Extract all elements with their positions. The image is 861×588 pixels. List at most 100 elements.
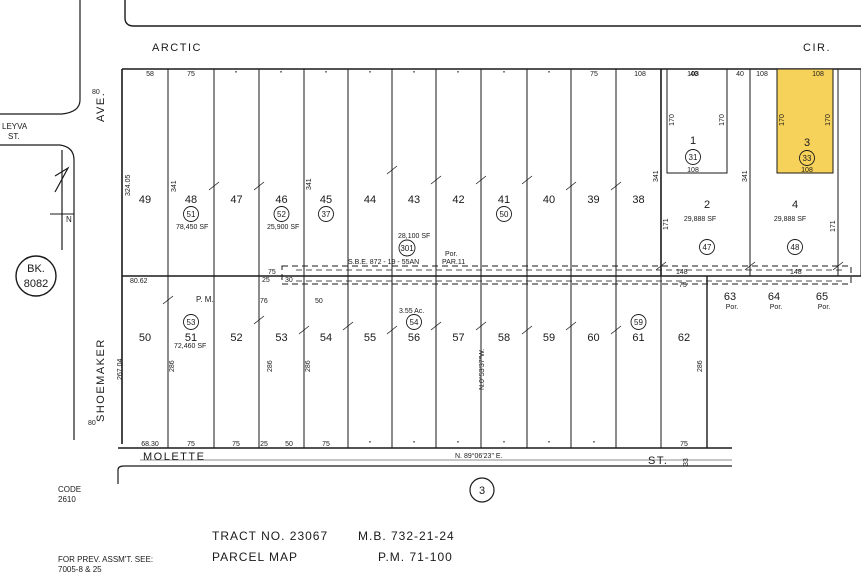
- parcel-4-number: 4: [792, 199, 798, 211]
- frontage-dim: 75: [187, 71, 195, 78]
- assessor-circle: 54: [410, 318, 419, 327]
- lot-line-tick: [610, 181, 622, 191]
- lot-number: 43: [408, 194, 420, 206]
- assessor-circle: 59: [634, 318, 643, 327]
- frontage-dim: ": [325, 71, 328, 78]
- parcel-4-circle: 48: [791, 243, 800, 252]
- prev-line-2: 7005-8 & 25: [58, 565, 102, 574]
- lot-number: 57: [452, 332, 464, 344]
- parcel-3-depth-right: 170: [825, 114, 832, 126]
- parcel-1-depth: 170: [669, 114, 676, 126]
- parcel-3-depth: 170: [779, 114, 786, 126]
- dim-171-a: 171: [663, 218, 670, 230]
- parcel-2-number: 2: [704, 199, 710, 211]
- lot-number: 60: [587, 332, 599, 344]
- lot-line-tick: [386, 165, 398, 175]
- ave-label: AVE.: [95, 92, 107, 122]
- frontage-dim: ": [235, 71, 238, 78]
- lot-line-tick: [610, 325, 622, 335]
- lot-line-tick: [208, 181, 220, 191]
- page-circle-number: 3: [479, 485, 485, 497]
- parcel-3-width: 108: [812, 71, 824, 78]
- dim-171-b: 171: [830, 220, 837, 232]
- assessor-circle: 50: [500, 210, 509, 219]
- leyva-label: LEYVA: [2, 122, 28, 131]
- lot-line-tick: [655, 261, 667, 271]
- dim-267: 267.04: [117, 358, 124, 380]
- por-lot-label: Por.: [726, 304, 739, 311]
- parcel-2-circle-ring: [699, 239, 715, 255]
- lot-line-tick: [298, 325, 310, 335]
- lot-line-tick: [475, 175, 487, 185]
- assessor-circle-ring: [183, 206, 199, 222]
- por-lot-label: Por.: [770, 304, 783, 311]
- svg-text:N: N: [66, 215, 72, 224]
- assessor-circle: 53: [187, 318, 196, 327]
- frontage-dim: ": [548, 441, 551, 448]
- frontage-dim: ": [413, 441, 416, 448]
- parcel-3-circle-ring: [799, 150, 815, 166]
- dim-148-b: 148: [790, 269, 802, 276]
- frontage-dim: 75: [680, 441, 688, 448]
- frontage-dim: 40: [736, 71, 744, 78]
- por-par-label: Por.: [445, 251, 458, 258]
- frontage-dim: 108: [756, 71, 768, 78]
- area-51: 72,460 SF: [174, 343, 206, 350]
- lot-number: 55: [364, 332, 376, 344]
- lot-number: 62: [678, 332, 690, 344]
- dim-341-d: 341: [742, 170, 749, 182]
- code-label: CODE: [58, 485, 81, 494]
- lot-number: 42: [452, 194, 464, 206]
- frontage-dim: 50: [285, 441, 293, 448]
- parcel-1-width-bottom: 108: [687, 167, 699, 174]
- frontage-dim: 108: [634, 71, 646, 78]
- frontage-dim: ": [280, 71, 283, 78]
- assessor-circle-ring: [273, 206, 290, 222]
- dim-76: 76: [260, 298, 268, 305]
- assessor-circle-ring: [406, 314, 422, 330]
- lot-line-tick: [832, 261, 844, 271]
- frontage-dim: ": [503, 441, 506, 448]
- dim-50: 50: [315, 298, 323, 305]
- dim-25: 25: [262, 277, 270, 284]
- area-56: 3.55 Ac.: [399, 308, 424, 315]
- lot-number: 54: [320, 332, 332, 344]
- parcel-4-area: 29,888 SF: [774, 216, 806, 223]
- frontage-dim: ": [457, 71, 460, 78]
- dim-75-east: 75: [679, 282, 687, 289]
- por-lot-number: 65: [816, 291, 828, 303]
- circle-301: [398, 239, 416, 257]
- dim-75: 75: [268, 269, 276, 276]
- lot-number: 38: [632, 194, 644, 206]
- leyva-st-label: ST.: [8, 132, 20, 141]
- lot-number: 41: [498, 194, 510, 206]
- lot-number: 56: [408, 332, 420, 344]
- area-48: 78,450 SF: [176, 224, 208, 231]
- assessor-circle: 52: [277, 210, 286, 219]
- south-lot-lines: [167, 276, 708, 448]
- shoemaker-west-curb-south: [0, 144, 75, 440]
- dim-341-b: 341: [306, 178, 313, 190]
- lot-number: 46: [275, 194, 287, 206]
- dim-341-a: 341: [171, 180, 178, 192]
- assessor-circle: 37: [322, 210, 331, 219]
- parcel-2-circle: 47: [703, 243, 712, 252]
- lot-line-tick: [565, 181, 577, 191]
- parcel-map-line: PARCEL MAP: [212, 550, 298, 564]
- lot-line-tick: [386, 325, 398, 335]
- parcel-1-circle-ring: [685, 149, 701, 165]
- frontage-dim: 68.30: [141, 441, 159, 448]
- parcel-1-circle: 31: [689, 153, 698, 162]
- lot-number: 52: [230, 332, 242, 344]
- lot-number: 48: [185, 194, 197, 206]
- lot-line-tick: [253, 315, 265, 325]
- dim-30: 30: [285, 277, 293, 284]
- frontage-dim: ": [548, 71, 551, 78]
- parcel-2-area: 29,888 SF: [684, 216, 716, 223]
- frontage-dim: ": [503, 71, 506, 78]
- dim-286-b: 286: [267, 360, 274, 372]
- cir-label: CIR.: [803, 42, 831, 54]
- lot-line-tick: [744, 261, 756, 271]
